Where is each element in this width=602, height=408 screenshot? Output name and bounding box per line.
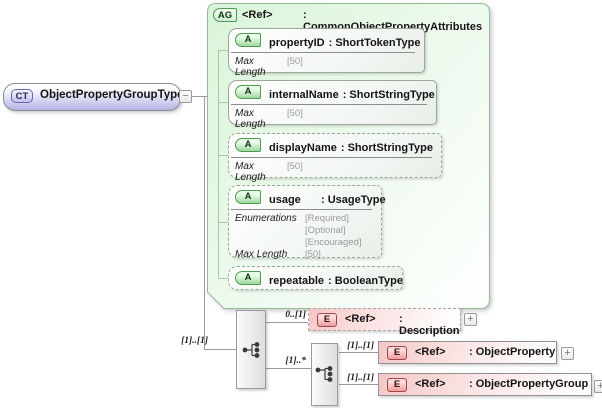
attribute-type: : BooleanType: [328, 275, 404, 287]
facet-separator: [231, 104, 427, 105]
facet-separator: [231, 209, 372, 210]
facet-value: [Required]: [305, 213, 349, 224]
attribute-icon: A: [235, 271, 261, 285]
facet-value: [50]: [287, 56, 303, 67]
facet-name: Max Length: [235, 161, 266, 183]
attribute-group-ref: <Ref>: [242, 9, 273, 21]
cardinality-label: [1]..[1]: [347, 341, 374, 351]
element-icon: E: [317, 313, 337, 327]
attribute-name: displayName: [269, 142, 337, 154]
cardinality-label: [1]..[1]: [181, 336, 208, 346]
facet-name: Enumerations: [235, 213, 297, 224]
facet-name: Max Length: [235, 249, 288, 260]
connector-root: [191, 96, 207, 97]
element-description[interactable]: E <Ref> : Description: [308, 308, 461, 337]
attr-bracket-stub: [218, 102, 228, 103]
complex-type-box[interactable]: CT ObjectPropertyGroupType: [3, 83, 184, 111]
attr-bracket-stub: [218, 155, 228, 156]
element-objectpropertygroup[interactable]: E <Ref> : ObjectPropertyGroup: [378, 373, 592, 396]
facet-separator: [231, 157, 432, 158]
element-icon: E: [387, 378, 407, 392]
complex-type-name: ObjectPropertyGroupType: [40, 89, 184, 101]
attribute-group-header: AG <Ref> : CommonObjectPropertyAttribute…: [213, 8, 483, 33]
attribute-icon: A: [235, 138, 261, 152]
attr-bracket-vertical: [218, 50, 219, 278]
attribute-name: usage: [269, 194, 301, 206]
element-type: : ObjectPropertyGroup: [469, 378, 589, 390]
sequence-group-inner[interactable]: [311, 343, 338, 406]
attr-bracket-stub: [218, 222, 228, 223]
expand-button-objectpropertygroup[interactable]: +: [594, 380, 602, 393]
facet-value-list: [Required] [Optional] [Encouraged]: [305, 213, 362, 249]
collapse-button[interactable]: −: [179, 90, 192, 103]
element-objectproperty[interactable]: E <Ref> : ObjectProperty: [378, 341, 557, 364]
sequence-icon: [242, 342, 260, 358]
element-icon: E: [387, 346, 407, 360]
connector-to-description: [266, 322, 308, 323]
facet-separator: [231, 52, 415, 53]
element-ref: <Ref>: [345, 313, 376, 325]
attribute-type: : ShortStringType: [342, 89, 435, 101]
element-type: : ObjectProperty: [469, 346, 556, 358]
attribute-icon: A: [235, 33, 261, 47]
facet-name: Max Length: [235, 56, 266, 78]
attribute-type: : ShortStringType: [340, 142, 433, 154]
cardinality-label: [1]..*: [285, 356, 306, 366]
connector-to-objectproperty: [339, 352, 378, 353]
complex-type-icon: CT: [11, 89, 33, 103]
facet-value: [Optional]: [305, 225, 346, 236]
attribute-name: repeatable: [269, 275, 325, 287]
expand-button-description[interactable]: +: [464, 313, 477, 326]
element-type: : Description: [399, 313, 460, 337]
attribute-type: : UsageType: [321, 194, 386, 206]
attr-bracket-stub: [218, 278, 228, 279]
connector-vertical: [204, 96, 205, 349]
attribute-name: propertyID: [269, 37, 325, 49]
attribute-group-icon: AG: [213, 8, 237, 22]
cardinality-label: [1]..[1]: [347, 373, 374, 383]
connector-to-sequence: [204, 349, 236, 350]
connector-to-inner-sequence: [266, 368, 311, 369]
connector-to-objectpropertygroup: [339, 384, 378, 385]
element-ref: <Ref>: [415, 378, 446, 390]
cardinality-label: 0..[1]: [285, 310, 306, 320]
attribute-icon: A: [235, 190, 261, 204]
facet-name: Max Length: [235, 108, 266, 130]
attribute-type: : ShortTokenType: [328, 37, 421, 49]
sequence-group-outer[interactable]: [236, 310, 266, 389]
element-ref: <Ref>: [415, 346, 446, 358]
facet-value: [Encouraged]: [305, 237, 362, 248]
sequence-icon: [315, 366, 333, 382]
attr-bracket-stub: [218, 50, 228, 51]
attribute-icon: A: [235, 85, 261, 99]
attribute-name: internalName: [269, 89, 339, 101]
expand-button-objectproperty[interactable]: +: [561, 347, 574, 360]
facet-value: [50]: [287, 108, 303, 119]
facet-value: [50]: [305, 249, 321, 260]
facet-value: [50]: [287, 161, 303, 172]
